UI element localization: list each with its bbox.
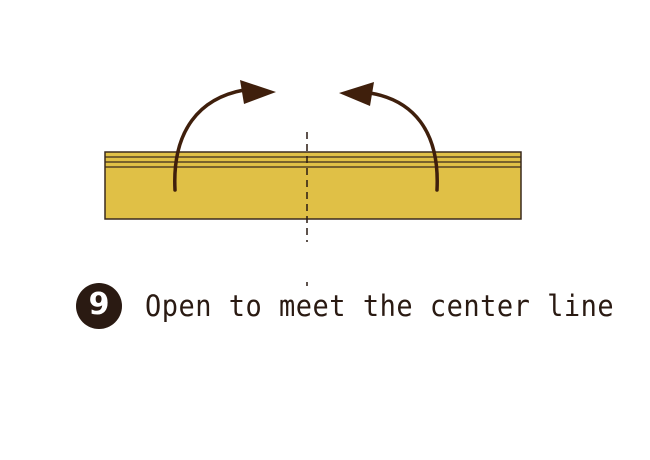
step-row: 9 Open to meet the center line [76,283,614,329]
step-number: 9 [88,287,110,322]
arrowhead-left [240,80,276,104]
open-left-arrow [173,88,246,192]
open-right-arrow [368,91,439,192]
step-number-badge: 9 [76,283,122,329]
arrowhead-right [339,82,374,106]
step-instruction: Open to meet the center line [145,288,615,324]
